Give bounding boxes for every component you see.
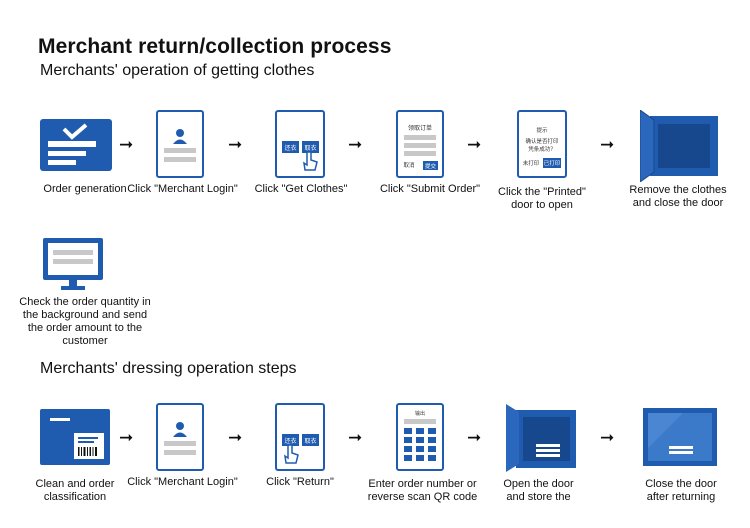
step6-caption-line1: Remove the clothes bbox=[629, 184, 727, 196]
arrow-right-icon: ➞ bbox=[600, 428, 615, 447]
open-locker-icon bbox=[640, 110, 718, 182]
arrow-right-icon: ➞ bbox=[600, 135, 615, 154]
s2-step1-caption-line1: Clean and order bbox=[35, 478, 115, 490]
s2-step6-caption-line2: after returning bbox=[646, 491, 716, 503]
arrow-right-icon: ➞ bbox=[228, 428, 243, 447]
bg-caption-line2: the background and send bbox=[22, 309, 148, 321]
section1-heading: Merchants' operation of getting clothes bbox=[40, 62, 315, 79]
order-header-text: 领取订单 bbox=[408, 124, 432, 132]
step2-caption: Click "Merchant Login" bbox=[127, 183, 238, 195]
background-check-caption: Check the order quantity in the backgrou… bbox=[10, 296, 160, 348]
s2-step6-caption: Close the door after returning bbox=[626, 478, 736, 504]
clothes-label-icon bbox=[40, 409, 110, 465]
arrow-right-icon: ➞ bbox=[467, 135, 482, 154]
s2-step1-caption: Clean and order classification bbox=[20, 478, 130, 504]
prompt-header-text: 提示 bbox=[536, 126, 548, 134]
bg-caption-line4: customer bbox=[62, 335, 108, 347]
return-screen-icon: 还衣 取衣 bbox=[275, 403, 325, 471]
step5-caption: Click the "Printed" door to open bbox=[486, 186, 598, 212]
keypad-header-text: 输出 bbox=[415, 410, 425, 417]
step6-caption-line2: and close the door bbox=[632, 197, 724, 209]
step5-caption-line2: door to open bbox=[511, 199, 573, 211]
closed-locker-icon bbox=[643, 408, 717, 466]
arrow-right-icon: ➞ bbox=[348, 135, 363, 154]
arrow-right-icon: ➞ bbox=[467, 428, 482, 447]
s2-step4-caption-line1: Enter order number or bbox=[368, 478, 477, 490]
arrow-right-icon: ➞ bbox=[119, 428, 134, 447]
step1-caption: Order generation bbox=[43, 183, 127, 195]
bg-caption-line3: the order amount to the bbox=[27, 322, 143, 334]
step5-caption-line1: Click the "Printed" bbox=[498, 186, 586, 198]
get-clothes-screen-icon: 还衣 取衣 bbox=[275, 110, 325, 178]
printed-text: 已打印 bbox=[544, 159, 561, 167]
s2-step4-caption: Enter order number or reverse scan QR co… bbox=[365, 478, 480, 504]
s2-step2-caption: Click "Merchant Login" bbox=[127, 476, 238, 488]
merchant-login-screen-icon bbox=[156, 110, 204, 178]
monitor-icon bbox=[43, 238, 103, 290]
step3-caption: Click "Get Clothes" bbox=[254, 183, 348, 195]
btn-return-text: 还衣 bbox=[284, 144, 296, 152]
s2-step5-caption: Open the door and store the bbox=[486, 478, 591, 504]
arrow-right-icon: ➞ bbox=[348, 428, 363, 447]
section2-heading: Merchants' dressing operation steps bbox=[40, 360, 297, 377]
s2-step6-caption-line1: Close the door bbox=[645, 478, 717, 490]
arrow-right-icon: ➞ bbox=[228, 135, 243, 154]
btn-get-text: 取衣 bbox=[304, 144, 316, 152]
printed-prompt-screen-icon: 提示 确认是否打印 凭条成功？ 未打印 已打印 bbox=[517, 110, 567, 178]
cancel-text: 取消 bbox=[403, 161, 415, 169]
prompt-q1-text: 确认是否打印 bbox=[525, 137, 559, 145]
bg-caption-line1: Check the order quantity in bbox=[19, 296, 151, 308]
s2-step5-caption-line2: and store the bbox=[506, 491, 571, 503]
s2-step4-caption-line2: reverse scan QR code bbox=[367, 491, 478, 503]
open-locker-store-icon bbox=[506, 404, 576, 472]
prompt-q2-text: 凭条成功？ bbox=[528, 145, 556, 153]
s2-step3-caption: Click "Return" bbox=[266, 476, 334, 488]
order-generation-icon bbox=[40, 119, 112, 171]
not-printed-text: 未打印 bbox=[523, 159, 540, 167]
page-title: Merchant return/collection process bbox=[38, 35, 392, 58]
arrow-right-icon: ➞ bbox=[119, 135, 134, 154]
s2-step1-caption-line2: classification bbox=[43, 491, 107, 503]
btn-return-text: 还衣 bbox=[284, 437, 296, 445]
submit-text: 提交 bbox=[425, 162, 437, 170]
merchant-login-screen-icon bbox=[156, 403, 204, 471]
submit-order-screen-icon: 领取订单 取消 提交 bbox=[396, 110, 444, 178]
btn-get-text: 取衣 bbox=[304, 437, 316, 445]
step4-caption: Click "Submit Order" bbox=[379, 183, 481, 195]
s2-step5-caption-line1: Open the door bbox=[503, 478, 574, 490]
step6-caption: Remove the clothes and close the door bbox=[618, 184, 738, 210]
keypad-screen-icon: 输出 bbox=[396, 403, 444, 471]
